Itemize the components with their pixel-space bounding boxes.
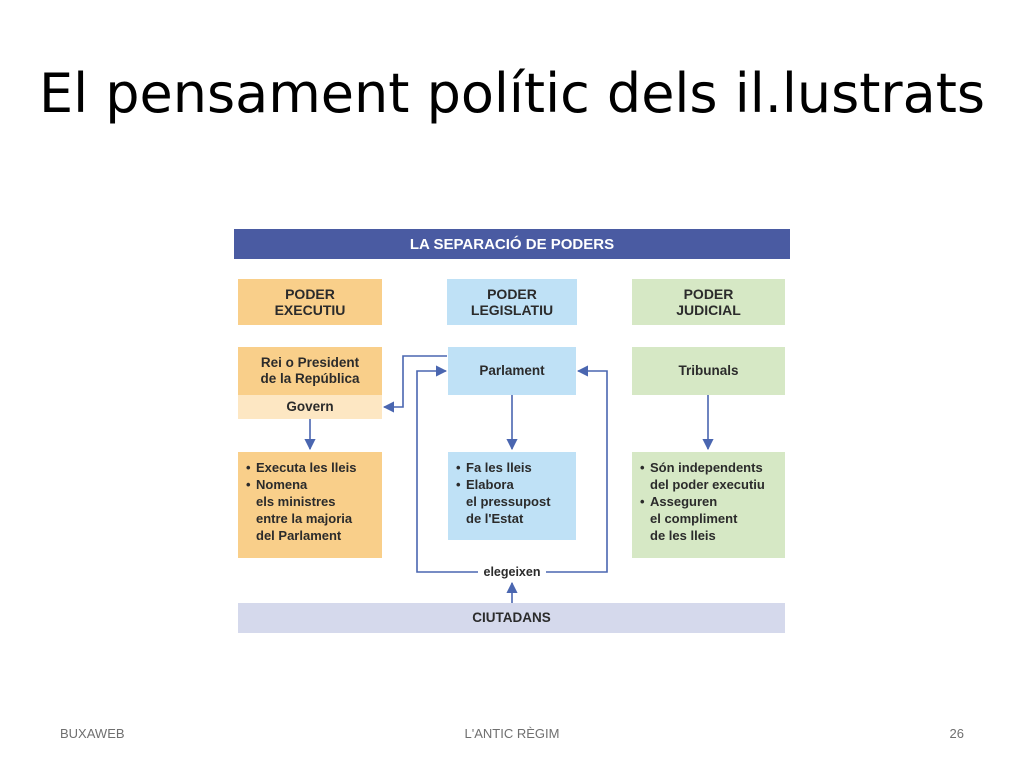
legislative-title-box: PODER LEGISLATIU	[447, 279, 577, 325]
executive-title-box: PODER EXECUTIU	[238, 279, 382, 325]
list-item: Nomena els ministres entre la majoria de…	[246, 476, 374, 544]
elect-right-arrow	[546, 365, 608, 573]
judicial-title-box: PODER JUDICIAL	[632, 279, 785, 325]
executive-functions-list: Executa les lleis Nomena els ministres e…	[238, 452, 382, 558]
list-item: Executa les lleis	[246, 459, 374, 476]
footer-left: BUXAWEB	[60, 726, 125, 741]
judicial-functions-list: Són independents del poder executiu Asse…	[632, 452, 785, 558]
tribunals-box: Tribunals	[632, 347, 785, 395]
legislative-functions-list: Fa les lleis Elabora el pressupost de l'…	[448, 452, 576, 540]
elect-left-arrow	[416, 365, 478, 573]
executive-head-box: Rei o President de la República	[238, 347, 382, 395]
list-item: Són independents del poder executiu	[640, 459, 777, 493]
diagram-header: LA SEPARACIÓ DE PODERS	[234, 229, 790, 259]
parlament-box: Parlament	[448, 347, 576, 395]
list-item: Elabora el pressupost de l'Estat	[456, 476, 568, 527]
elect-label: elegeixen	[484, 565, 541, 579]
slide-title: El pensament polític dels il.lustrats	[38, 62, 986, 125]
footer-page-number: 26	[949, 726, 964, 741]
list-item: Fa les lleis	[456, 459, 568, 476]
list-item: Asseguren el compliment de les lleis	[640, 493, 777, 544]
citizens-box: CIUTADANS	[238, 603, 785, 633]
parlament-to-govern-arrow	[382, 355, 447, 413]
footer-center: L'ANTIC RÈGIM	[464, 726, 560, 741]
govern-box: Govern	[238, 395, 382, 419]
